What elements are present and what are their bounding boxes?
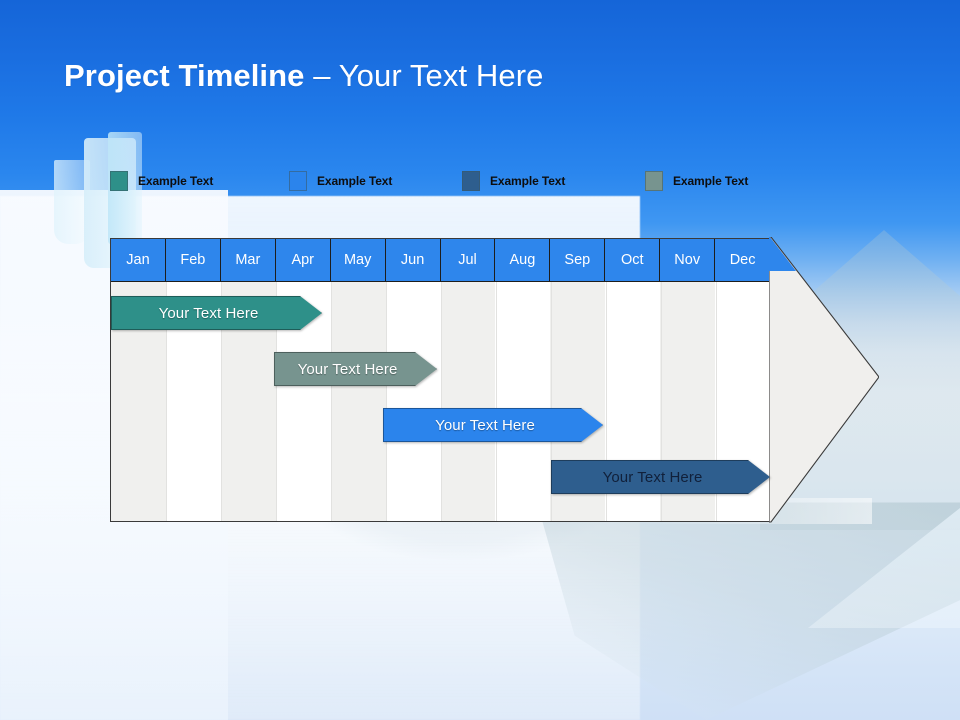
column-separator	[331, 282, 332, 521]
task-bar-1[interactable]: Your Text Here	[111, 296, 322, 330]
legend-label: Example Text	[673, 174, 749, 188]
month-header-apr[interactable]: Apr	[275, 239, 331, 282]
column-separator	[166, 282, 167, 521]
legend-item-2[interactable]: Example Text	[289, 171, 392, 191]
task-bar-shape	[551, 460, 770, 494]
task-bar-label: Your Text Here	[602, 468, 703, 486]
legend-label: Example Text	[490, 174, 566, 188]
legend-swatch-icon	[289, 171, 307, 191]
task-bar-shape	[111, 296, 322, 330]
month-header-sep[interactable]: Sep	[550, 239, 606, 282]
legend-item-4[interactable]: Example Text	[645, 171, 748, 191]
month-header-mar[interactable]: Mar	[220, 239, 276, 282]
column-separator	[386, 282, 387, 521]
month-header-aug[interactable]: Aug	[495, 239, 551, 282]
month-header-feb[interactable]: Feb	[165, 239, 221, 282]
column-separator	[221, 282, 222, 521]
task-bar-label: Your Text Here	[435, 416, 535, 434]
task-bar-4[interactable]: Your Text Here	[551, 460, 770, 494]
column-separator	[441, 282, 442, 521]
column-band-may	[330, 282, 386, 521]
legend-item-3[interactable]: Example Text	[462, 171, 565, 191]
month-header-jul[interactable]: Jul	[440, 239, 496, 282]
column-band-jun	[385, 282, 441, 521]
month-header-dec[interactable]: Dec	[715, 239, 771, 282]
legend-label: Example Text	[138, 174, 214, 188]
task-bar-shape	[383, 408, 603, 442]
legend-swatch-icon	[462, 171, 480, 191]
page-title-light: – Your Text Here	[304, 58, 544, 93]
column-separator	[716, 282, 717, 521]
month-header-jun[interactable]: Jun	[385, 239, 441, 282]
month-header-jan[interactable]: Jan	[111, 239, 166, 282]
page-title: Project Timeline – Your Text Here	[64, 58, 543, 94]
column-separator	[496, 282, 497, 521]
legend-label: Example Text	[317, 174, 393, 188]
month-header-nov[interactable]: Nov	[660, 239, 716, 282]
timeline-arrow-head	[769, 237, 879, 523]
task-bar-label: Your Text Here	[297, 360, 398, 378]
column-band-aug	[495, 282, 551, 521]
page-title-bold: Project Timeline	[64, 58, 305, 93]
legend-item-1[interactable]: Example Text	[110, 171, 213, 191]
task-bar-shape	[274, 352, 437, 386]
task-bar-3[interactable]: Your Text Here	[383, 408, 603, 442]
task-bar-2[interactable]: Your Text Here	[274, 352, 437, 386]
column-separator	[661, 282, 662, 521]
month-header-may[interactable]: May	[330, 239, 386, 282]
column-separator	[551, 282, 552, 521]
column-separator	[606, 282, 607, 521]
column-separator	[276, 282, 277, 521]
column-band-jul	[440, 282, 496, 521]
legend-swatch-icon	[645, 171, 663, 191]
legend-swatch-icon	[110, 171, 128, 191]
task-bar-label: Your Text Here	[158, 304, 259, 322]
month-header-oct[interactable]: Oct	[605, 239, 661, 282]
